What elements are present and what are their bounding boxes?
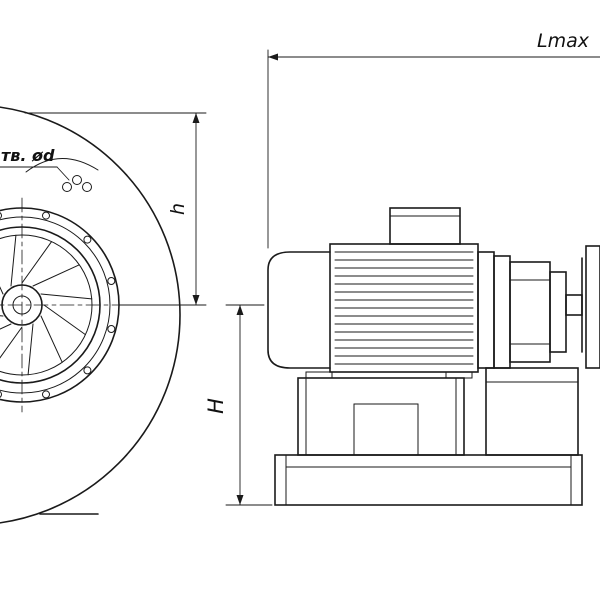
bearing-housing: [509, 261, 551, 363]
motor-pedestal: [297, 377, 465, 456]
lmax-arrow-left: [268, 53, 278, 61]
drive-train: [477, 245, 600, 369]
flange-disc: [493, 255, 511, 369]
shaft: [565, 294, 583, 316]
height-dimension-label: H: [204, 398, 228, 414]
motor-feet: [305, 371, 473, 379]
dimension-h: h: [24, 112, 207, 306]
holes-note-leader: [56, 166, 70, 181]
motor-cooling-fins: [334, 251, 474, 365]
motor-body: [329, 243, 479, 373]
fan-hub-plates: [581, 245, 600, 369]
housing-circle: [0, 106, 181, 524]
holes-note: тв. ød: [0, 146, 70, 181]
coupling: [549, 271, 567, 353]
base-frame: [274, 454, 583, 506]
fan-side-view: [267, 207, 600, 506]
centerlines-front: [0, 197, 133, 413]
motor-end-bell-left: [267, 251, 331, 369]
fan-front-view: тв. ød: [0, 106, 181, 524]
h-arrow-up: [192, 113, 200, 123]
motor-end-bell-right: [477, 251, 495, 369]
height-arrow-up: [236, 305, 244, 315]
lmax-dimension-label: Lmax: [537, 30, 590, 52]
dimension-lmax: Lmax: [267, 30, 600, 249]
impeller-blades: [0, 234, 93, 376]
bearing-pedestal: [485, 367, 579, 456]
flange-bolt-holes: [0, 211, 116, 399]
dimension-height: H: [204, 304, 273, 506]
height-arrow-down: [236, 495, 244, 505]
motor-terminal-box: [389, 207, 461, 245]
flange-holes: [62, 175, 92, 192]
h-arrow-down: [192, 295, 200, 305]
holes-note-label: тв. ød: [1, 146, 55, 165]
h-dimension-label: h: [167, 203, 189, 215]
